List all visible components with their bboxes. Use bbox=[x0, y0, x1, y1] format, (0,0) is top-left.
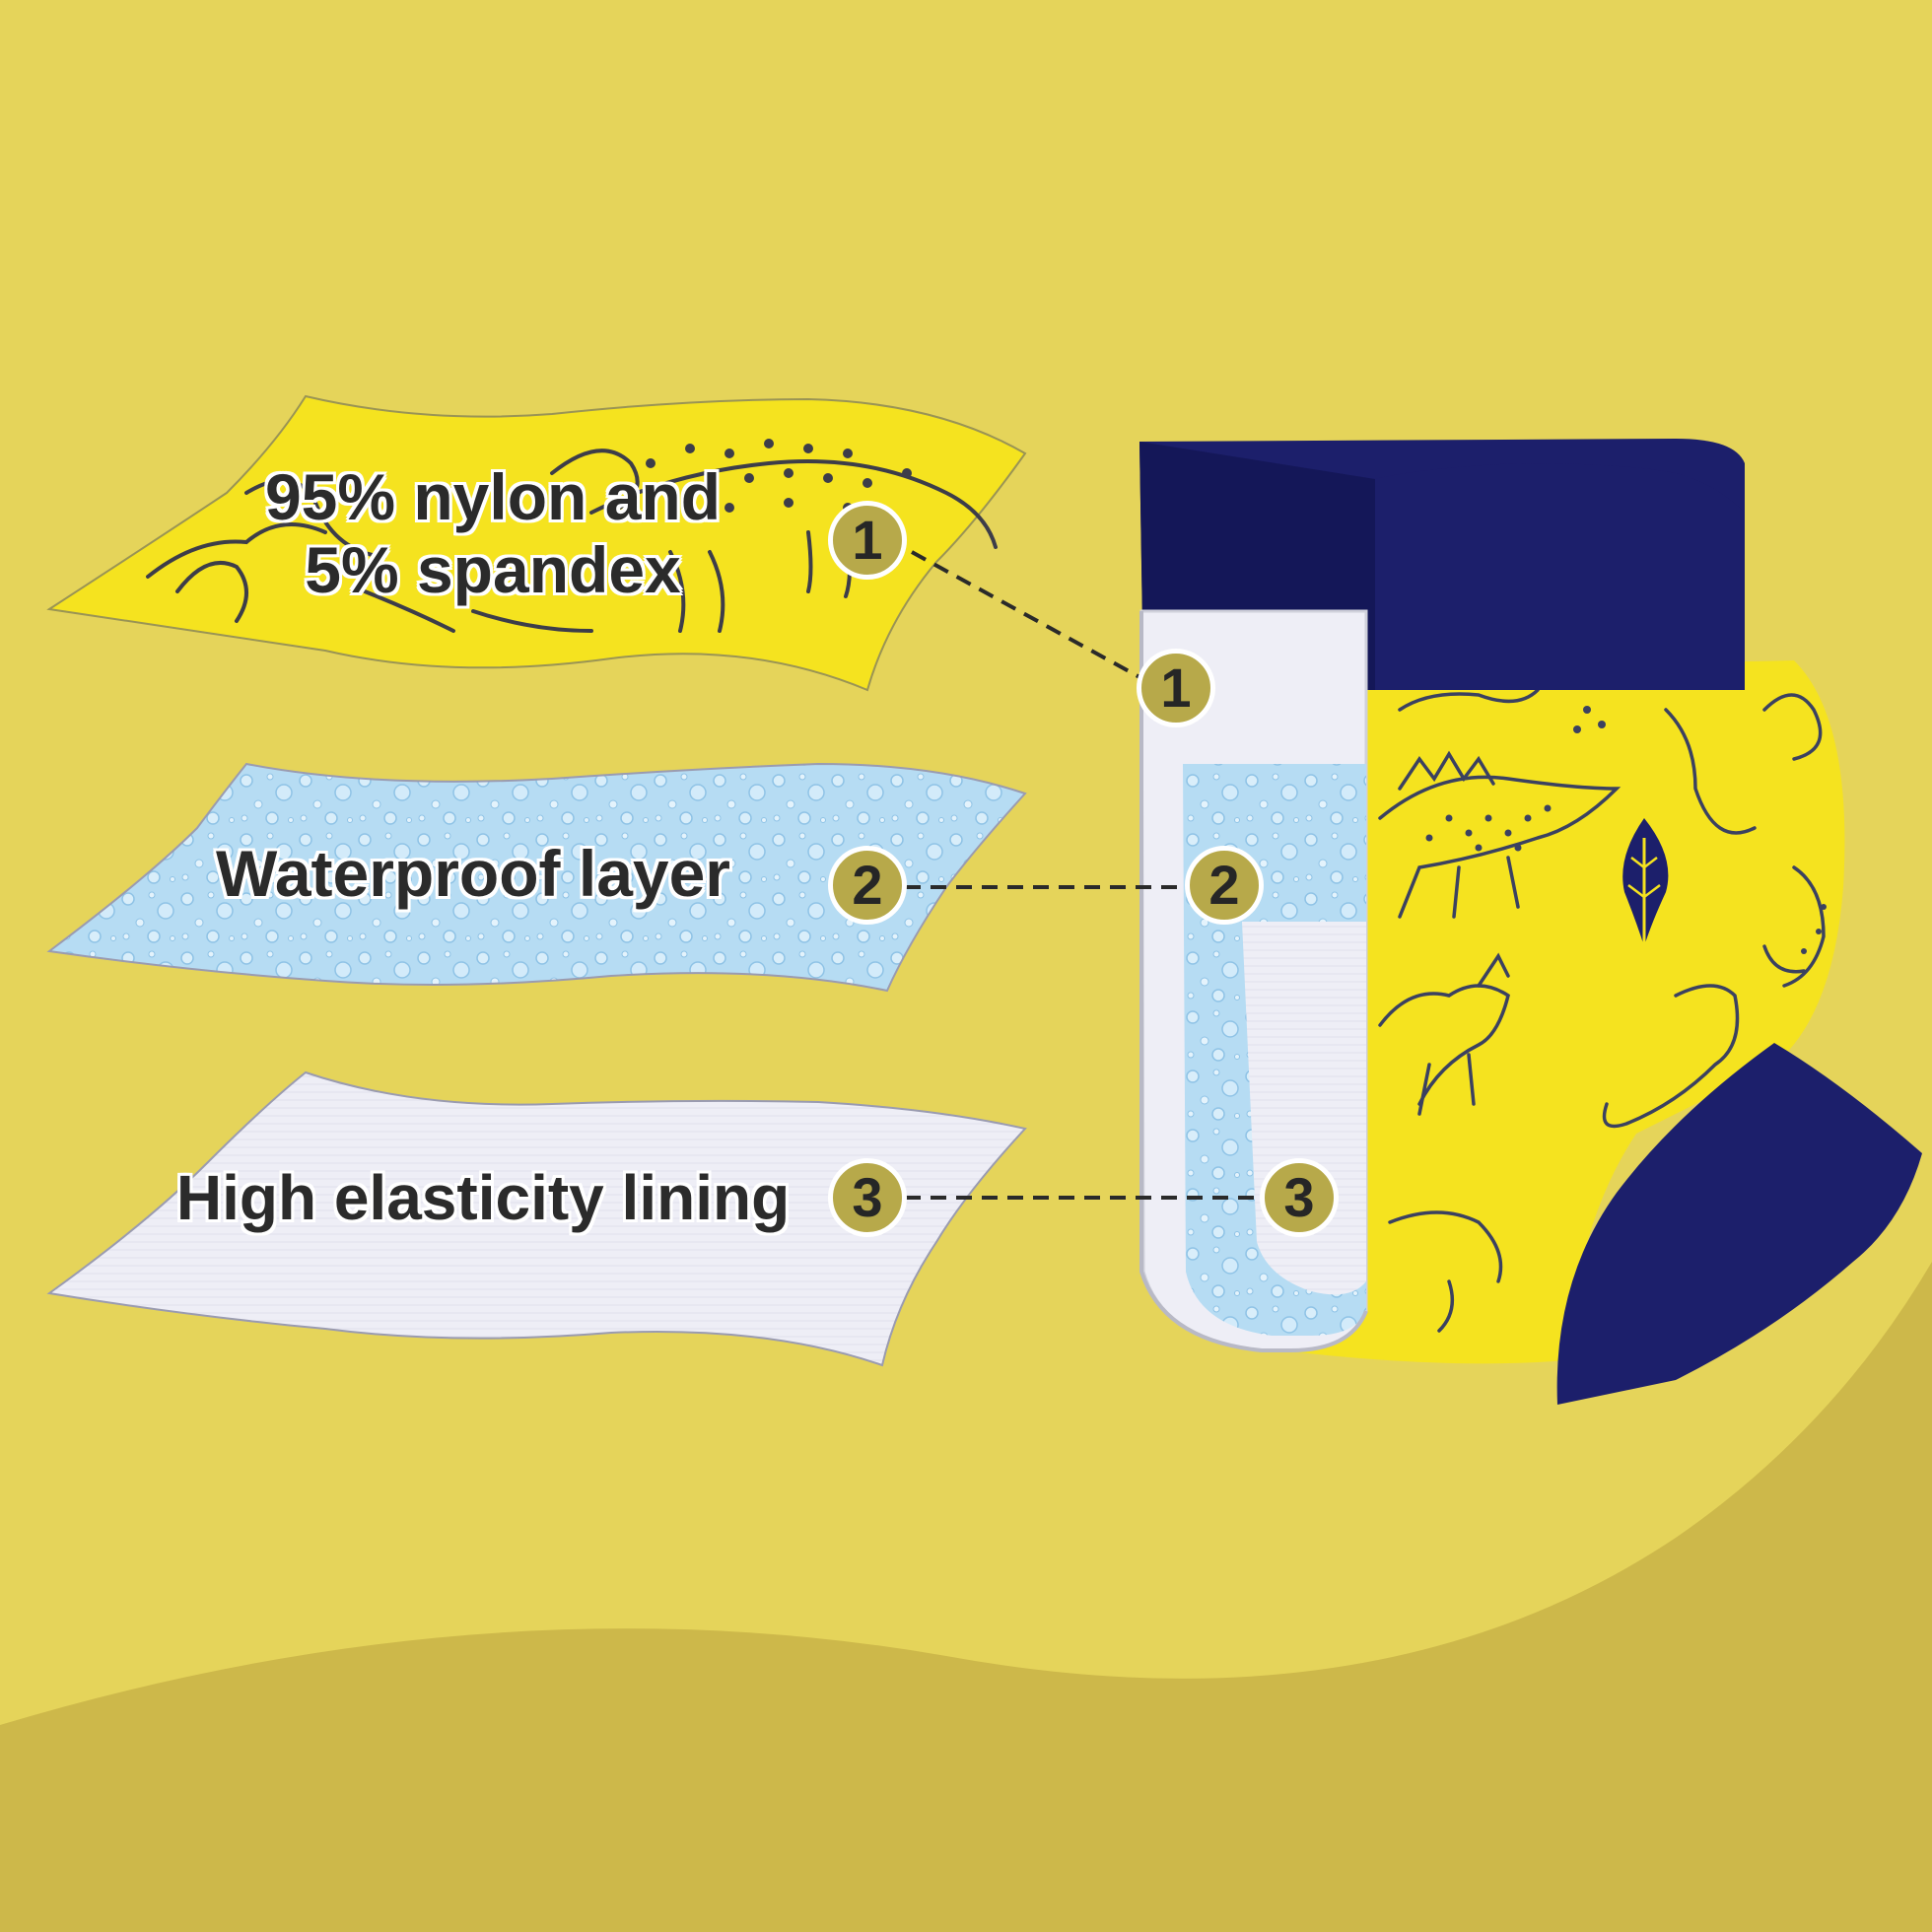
layer-2-label: Waterproof layer bbox=[148, 837, 798, 911]
leaf-icon bbox=[1622, 818, 1669, 961]
layer-1-section-badge: 1 bbox=[1137, 649, 1215, 727]
layer-3-line-1: High elasticity lining bbox=[175, 1162, 791, 1233]
layer-2-section-badge: 2 bbox=[1185, 846, 1264, 925]
cross-section-lining bbox=[1242, 922, 1366, 1295]
fabric-ribbon-nylon bbox=[46, 394, 1027, 692]
layer-2-line-1: Waterproof layer bbox=[215, 837, 730, 910]
connector-1 bbox=[911, 550, 1142, 680]
dinosaur-pattern bbox=[146, 448, 998, 633]
layer-1-line-1: 95% nylon and bbox=[264, 460, 722, 533]
fabric-ribbon-lining bbox=[46, 1070, 1027, 1367]
layer-2-badge: 2 bbox=[828, 846, 907, 925]
layer-1-label: 95% nylon and 5% spandex bbox=[197, 460, 789, 607]
swim-diaper bbox=[1139, 439, 1922, 1405]
fabric-ribbon-waterproof bbox=[46, 762, 1027, 993]
background-wave bbox=[0, 1262, 1932, 1932]
layer-1-badge: 1 bbox=[828, 501, 907, 580]
layer-1-line-2: 5% spandex bbox=[305, 532, 681, 606]
layer-3-badge: 3 bbox=[828, 1158, 907, 1237]
layer-3-label: High elasticity lining bbox=[118, 1162, 848, 1234]
callout-connectors bbox=[905, 550, 1262, 1200]
diaper-body bbox=[1281, 660, 1845, 1364]
layer-3-section-badge: 3 bbox=[1260, 1158, 1339, 1237]
leg-cuff bbox=[1556, 1043, 1922, 1405]
